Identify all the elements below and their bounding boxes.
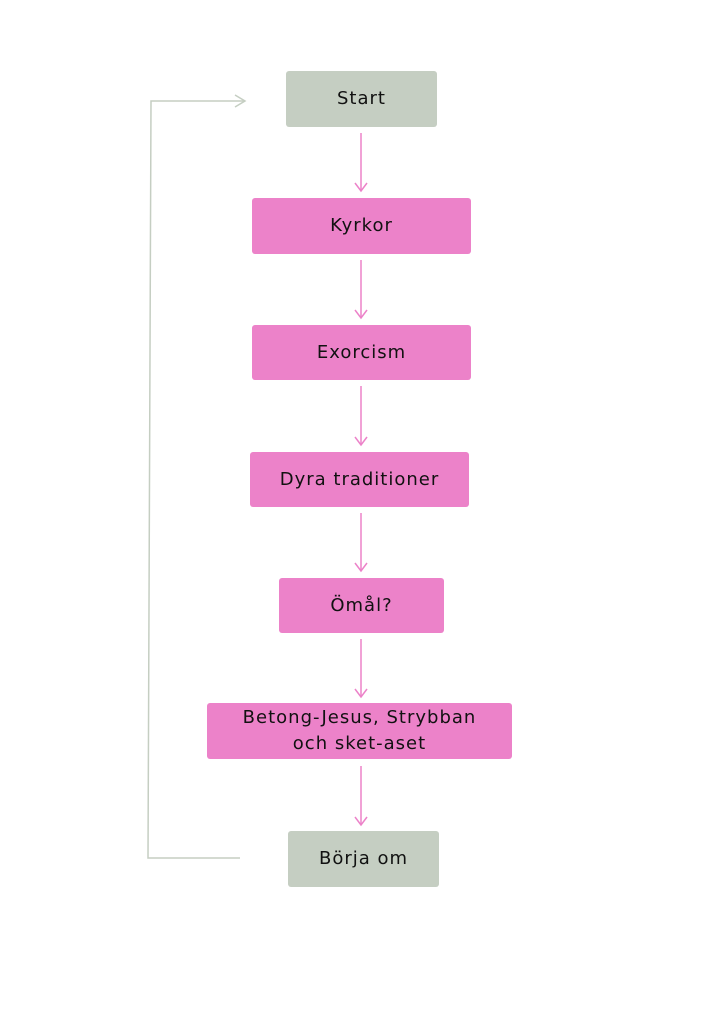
arrow-start-kyrkor [354,133,368,193]
arrow-betong-borja [354,766,368,827]
node-start: Start [286,71,437,127]
arrow-dyra-omal [354,513,368,573]
node-label: Exorcism [316,341,407,363]
node-exorcism: Exorcism [252,325,471,380]
arrow-kyrkor-exorcism [354,260,368,320]
node-label: Betong-Jesus, Strybban och sket-aset [242,707,477,754]
arrow-exorcism-dyra [354,386,368,447]
node-omal: Ömål? [279,578,444,633]
node-label: Kyrkor [330,215,393,236]
arrow-omal-betong [354,639,368,699]
node-dyra-traditioner: Dyra traditioner [250,452,469,507]
loop-back-arrow [147,94,247,859]
node-label: Start [337,88,386,109]
node-betong-jesus: Betong-Jesus, Strybban och sket-aset [207,703,512,759]
node-label: Ömål? [330,594,393,616]
node-borja-om: Börja om [288,831,439,887]
node-label: Börja om [318,848,409,869]
node-label: Dyra traditioner [279,468,440,490]
node-kyrkor: Kyrkor [252,198,471,254]
